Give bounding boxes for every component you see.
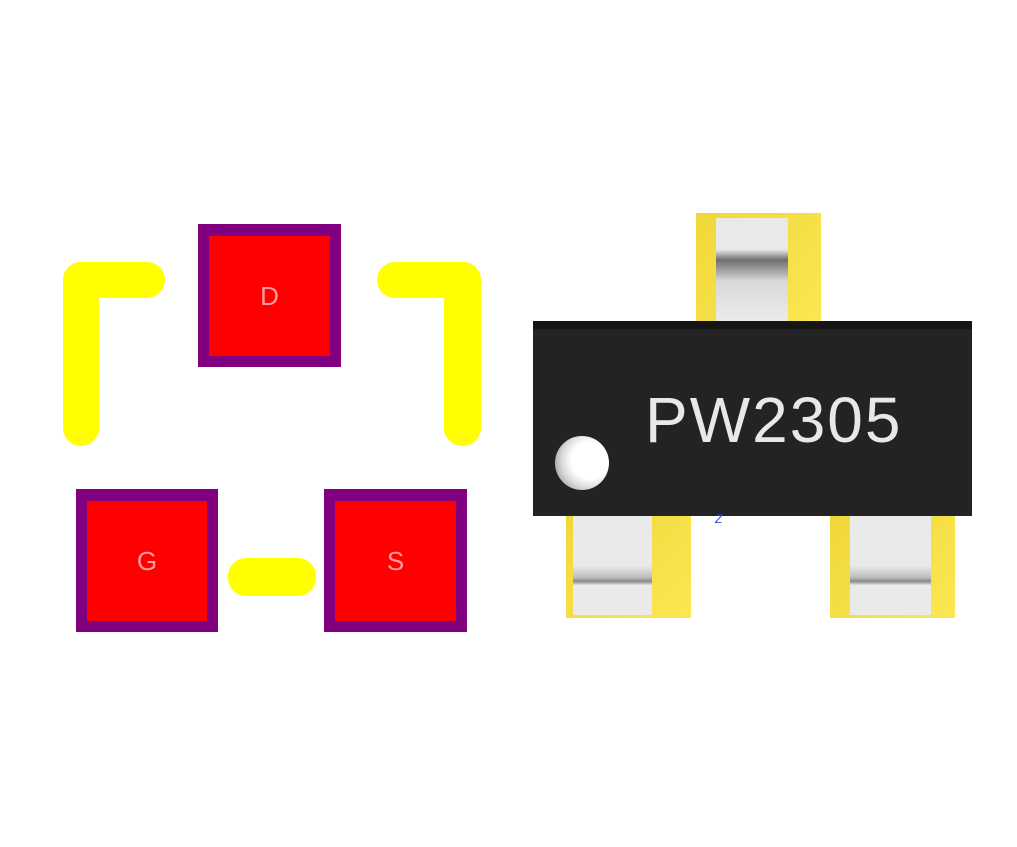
silkscreen-bottom-dash (228, 558, 316, 596)
bottom-left-pin-lead (573, 516, 652, 615)
bottom-right-pin-lead (850, 516, 931, 615)
pad-drain[interactable]: D (198, 224, 341, 367)
silkscreen-left-horizontal (63, 262, 165, 298)
pad-gate[interactable]: G (76, 489, 218, 632)
package-body (533, 321, 972, 516)
part-marking: PW2305 (645, 384, 903, 456)
pad-source[interactable]: S (324, 489, 467, 632)
silkscreen-right-vertical (444, 262, 481, 446)
top-pin-lead (716, 218, 788, 323)
pad-label-s: S (386, 545, 405, 576)
pad-label-d: D (260, 280, 279, 311)
pad-label-g: G (136, 545, 158, 576)
axis-label: Z (715, 512, 723, 526)
pin1-dot-icon (555, 436, 609, 490)
